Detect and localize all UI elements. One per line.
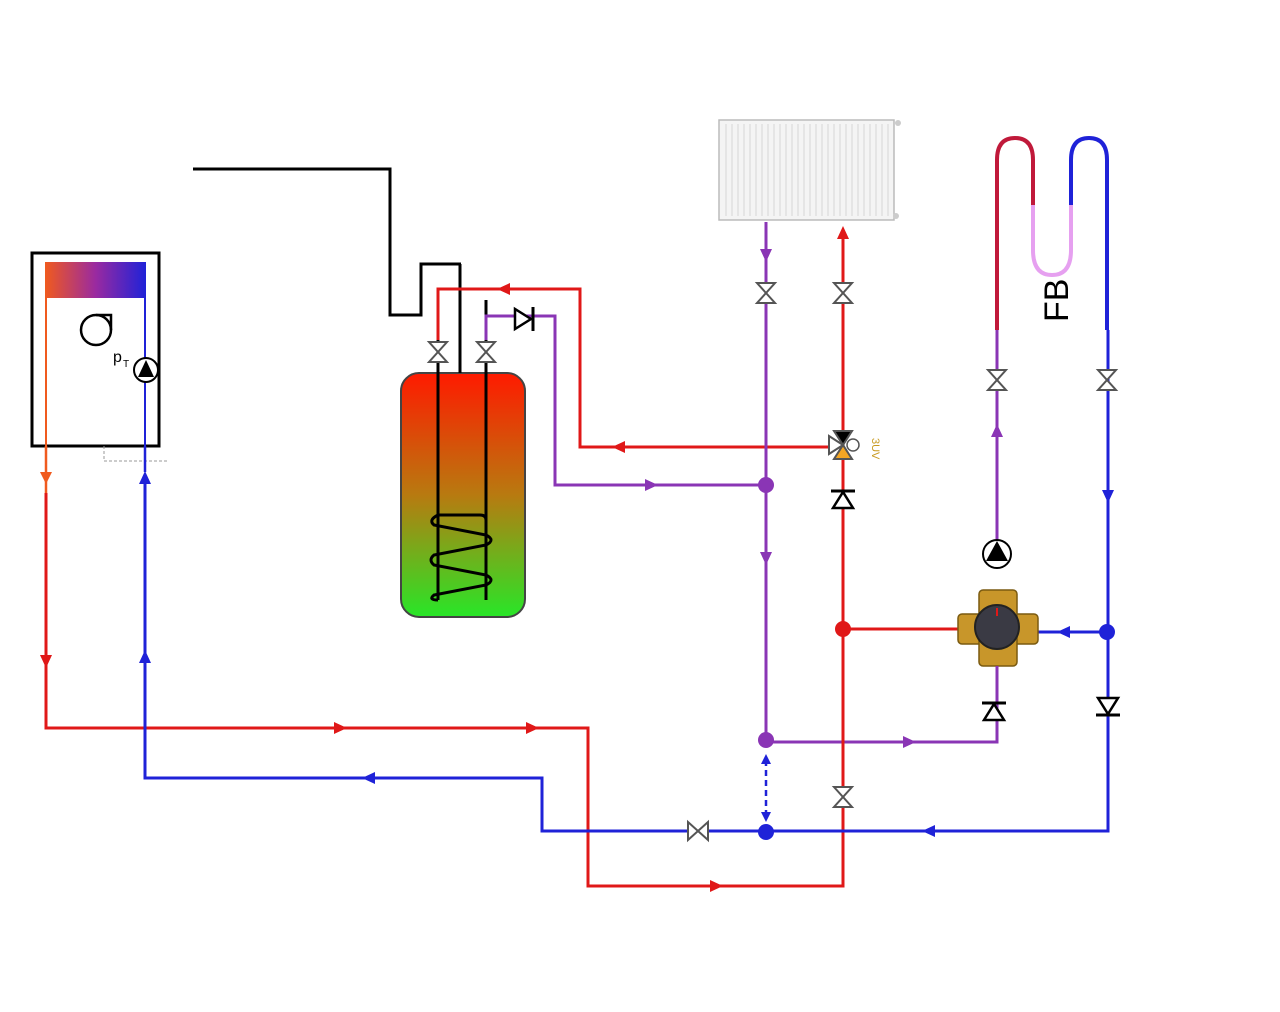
return-check-valve-icon [1094, 696, 1122, 717]
cold-water-pipe [193, 167, 461, 317]
flow-arrow-icon [139, 650, 151, 663]
floor-heating-label: FB [1038, 279, 1076, 322]
radiator-return-valve-icon[interactable] [756, 282, 776, 304]
hot-water-tank [400, 264, 526, 618]
tank-coil-return [484, 314, 766, 491]
floor-supply-valve-icon[interactable] [987, 369, 1007, 391]
tank-return-valve-icon[interactable] [476, 341, 496, 363]
radiator-return-line [758, 222, 999, 748]
mixer-check-valve-icon [980, 701, 1008, 722]
floor-heating-loop [995, 135, 1109, 330]
boiler: p T [30, 251, 167, 462]
flow-arrow-icon [40, 655, 52, 668]
radiator-supply-line [835, 226, 958, 820]
boiler-supply-line [40, 446, 845, 892]
radiator-supply-valve-icon[interactable] [833, 282, 853, 304]
three-way-valve-label: 3UV [869, 438, 881, 460]
tank-check-valve-icon [513, 306, 535, 332]
mixing-valve-icon[interactable] [957, 589, 1039, 667]
flow-arrow-icon [362, 772, 375, 784]
floor-heating-supply-line [991, 330, 1003, 545]
pump-subscript: T [123, 359, 129, 370]
flow-arrow-icon [710, 880, 723, 892]
return-valve-icon[interactable] [687, 821, 709, 841]
burner-icon [79, 313, 113, 347]
pump-label: p [113, 349, 122, 366]
boiler-pump-icon [133, 357, 159, 383]
flow-arrow-icon [1102, 490, 1114, 503]
tank-supply-valve-icon[interactable] [428, 341, 448, 363]
tank-coil-supply [436, 283, 843, 453]
flow-arrow-icon [922, 825, 935, 837]
flow-arrow-icon [1057, 626, 1070, 638]
three-way-valve-icon[interactable] [828, 430, 860, 460]
floor-pump-icon [982, 539, 1012, 569]
boiler-return-line [139, 330, 1115, 840]
flow-arrow-icon [526, 722, 539, 734]
floor-return-valve-icon[interactable] [1097, 369, 1117, 391]
bypass-valve-icon[interactable] [833, 786, 853, 808]
radiator [718, 119, 901, 221]
supply-check-valve-icon [829, 489, 857, 510]
flow-arrow-icon [334, 722, 347, 734]
